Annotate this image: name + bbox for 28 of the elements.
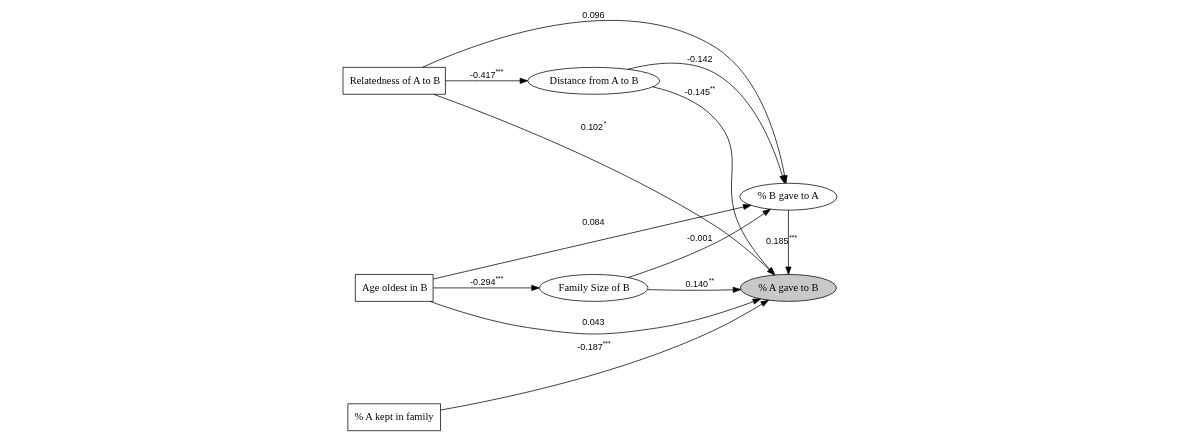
arrow	[784, 209, 791, 275]
edge-label: -0.142	[686, 53, 713, 64]
node-ellipse: % A gave to B	[739, 274, 837, 302]
edge-label: 0.185$^{***}$	[765, 234, 797, 246]
node-box: Age oldest in B	[354, 274, 433, 302]
arrow	[652, 86, 775, 276]
arrow	[432, 93, 775, 276]
edge-label: 0.084	[581, 216, 605, 227]
arrow	[627, 208, 771, 278]
edge-label: 0.043	[581, 317, 605, 327]
edge-label: -0.145$^{**}$	[684, 85, 715, 97]
arrow	[444, 77, 528, 84]
edge-label: -0.294$^{***}$	[469, 275, 503, 287]
arrow	[432, 284, 540, 291]
arrow	[429, 298, 761, 335]
edge-label: -0.187$^{***}$	[576, 340, 611, 352]
node-ellipse: Distance from A to B	[526, 67, 660, 95]
arrow	[439, 299, 769, 411]
arrow	[432, 204, 751, 280]
edge-label: 0.102$^{*}$	[580, 120, 606, 132]
edge-label: -0.417$^{***}$	[469, 68, 503, 80]
edge-label: 0.140$^{**}$	[685, 277, 714, 289]
edge-label: 0.096	[581, 10, 605, 21]
edge-label: -0.001	[686, 232, 713, 243]
arrow	[647, 286, 741, 293]
node-box: % A kept in family	[346, 403, 441, 432]
node-ellipse: Family Size of B	[538, 274, 648, 302]
node-box: Relatedness of A to B	[342, 67, 446, 95]
